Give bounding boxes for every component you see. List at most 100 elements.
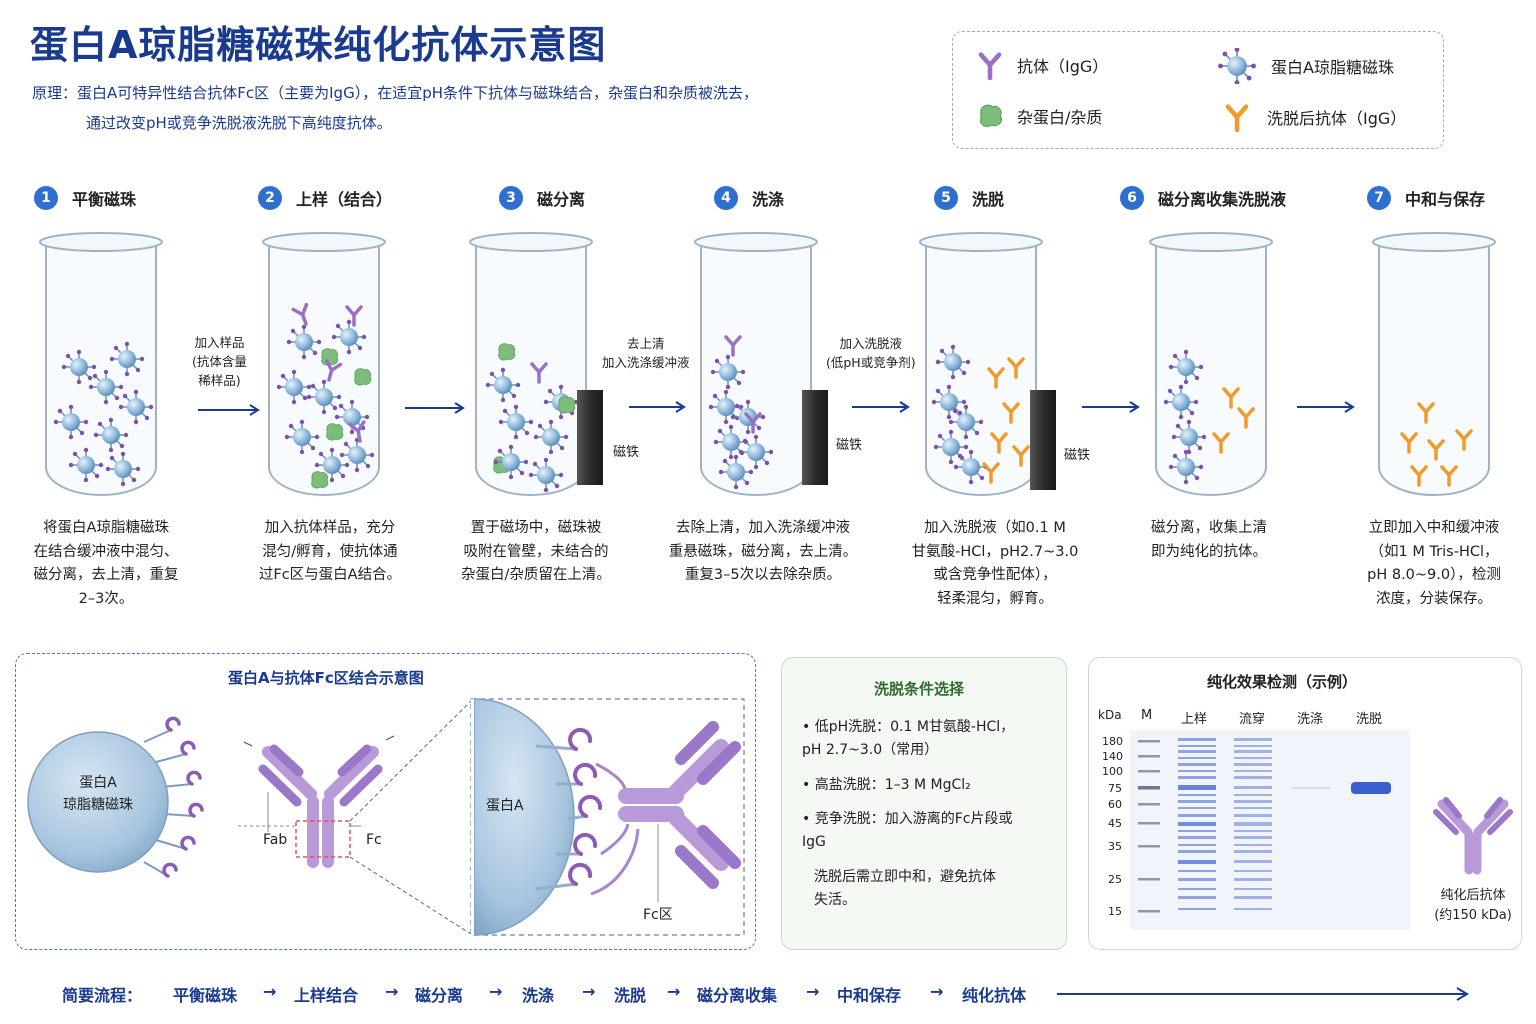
tube-2 xyxy=(262,232,386,496)
elution-item-low-ph: • 低pH洗脱：0.1 M甘氨酸-HCl， pH 2.7~3.0（常用） xyxy=(802,719,1015,758)
flow-item-6: 磁分离收集 xyxy=(697,986,778,1005)
legend-impurity: 杂蛋白/杂质 xyxy=(977,104,1102,128)
lane-label-elution: 洗脱 xyxy=(1356,712,1383,727)
lane-label-wash: 洗涤 xyxy=(1297,712,1324,727)
binding-illustration xyxy=(27,698,745,936)
fc-label: Fc xyxy=(366,832,382,848)
step-3-desc: 置于磁场中，磁珠被吸附在管壁，未结合的杂蛋白/杂质留在上清。 xyxy=(461,520,611,583)
flow-item-8: 纯化抗体 xyxy=(962,986,1027,1005)
flow-arrow-3: → xyxy=(489,982,503,1001)
magnet-5 xyxy=(1030,390,1056,490)
purified-antibody-icon xyxy=(1433,797,1513,875)
lane-label-m: M xyxy=(1141,708,1153,723)
tube-6 xyxy=(1149,232,1273,496)
tube-4 xyxy=(694,232,818,496)
gel-panel-title: 纯化效果检测（示例） xyxy=(1207,673,1358,691)
eluted-antibody-icon xyxy=(1221,102,1253,132)
lane-label-flowthrough: 流穿 xyxy=(1239,712,1266,727)
flow-arrow-5: → xyxy=(667,982,681,1001)
mw-45: 45 xyxy=(1108,817,1122,830)
fc-region-label: Fc区 xyxy=(643,907,673,923)
big-bead xyxy=(27,716,204,878)
step-6-desc: 磁分离，收集上清即为纯化的抗体。 xyxy=(1151,520,1267,560)
mw-15: 15 xyxy=(1108,905,1122,918)
arrow-4-label: 加入洗脱液 (低pH或竞争剂) xyxy=(826,336,916,370)
legend-eluted-antibody: 洗脱后抗体（IgG） xyxy=(1221,102,1406,132)
flow-item-1: 平衡磁珠 xyxy=(173,986,238,1005)
flow-long-arrow xyxy=(1057,987,1469,1001)
flow-arrow-2: → xyxy=(385,982,399,1001)
mw-100: 100 xyxy=(1102,765,1123,778)
flow-item-7: 中和保存 xyxy=(837,986,902,1005)
tube-3 xyxy=(469,232,593,496)
magnet-3 xyxy=(577,390,603,485)
flow-label: 简要流程： xyxy=(62,986,143,1005)
step-7-desc: 立即加入中和缓冲液（如1 M Tris-HCl，pH 8.0~9.0），检测浓度… xyxy=(1367,520,1501,607)
binding-panel: 蛋白A与抗体Fc区结合示意图 xyxy=(15,653,756,950)
magnet-3-label: 磁铁 xyxy=(613,445,640,460)
principle-text: 原理：蛋白A可特异性结合抗体Fc区（主要为IgG），在适宜pH条件下抗体与磁珠结… xyxy=(32,78,758,138)
principle-line-1: 原理：蛋白A可特异性结合抗体Fc区（主要为IgG），在适宜pH条件下抗体与磁珠结… xyxy=(32,84,759,102)
flow-arrow-6: → xyxy=(806,982,820,1001)
flow-arrow-4: → xyxy=(582,982,596,1001)
tube-7 xyxy=(1372,232,1496,496)
fab-label: Fab xyxy=(263,832,288,848)
mw-180: 180 xyxy=(1102,735,1123,748)
arrow-1-label: 加入样品 (抗体含量 稀样品) xyxy=(192,335,247,388)
legend-antibody: 抗体（IgG） xyxy=(977,50,1108,80)
step-3-badge: 3 xyxy=(499,186,523,210)
bead-label: 蛋白A 琼脂糖磁珠 xyxy=(63,775,133,813)
arrow-3-label: 去上清 加入洗涤缓冲液 xyxy=(602,336,690,370)
elution-note: 洗脱后需立即中和，避免抗体 失活。 xyxy=(814,869,996,908)
elution-panel: 洗脱条件选择 • 低pH洗脱：0.1 M甘氨酸-HCl， pH 2.7~3.0（… xyxy=(781,657,1067,950)
step-1-badge: 1 xyxy=(34,186,58,210)
mw-60: 60 xyxy=(1108,798,1122,811)
step-4-badge: 4 xyxy=(714,186,738,210)
process-arrows xyxy=(198,401,1355,416)
wash-lane xyxy=(1292,787,1330,789)
antibody-icon xyxy=(977,50,1003,80)
flow-item-2: 上样结合 xyxy=(294,986,359,1005)
flow-arrow-1: → xyxy=(263,982,277,1001)
flow-item-4: 洗涤 xyxy=(522,986,555,1005)
mw-75: 75 xyxy=(1108,782,1122,795)
page-title: 蛋白A琼脂糖磁珠纯化抗体示意图 xyxy=(30,23,607,67)
elution-panel-title: 洗脱条件选择 xyxy=(874,680,965,698)
principle-line-2: 通过改变pH或竞争洗脱液洗脱下高纯度抗体。 xyxy=(86,114,392,132)
step-6-badge: 6 xyxy=(1120,186,1144,210)
tubes-diagram xyxy=(39,232,1496,496)
flow-item-3: 磁分离 xyxy=(415,986,464,1005)
step-4-desc: 去除上清，加入洗涤缓冲液重悬磁珠，磁分离，去上清。重复3–5次以去除杂质。 xyxy=(668,520,858,583)
magnet-4-label: 磁铁 xyxy=(836,438,863,453)
protein-a-label: 蛋白A xyxy=(486,798,524,814)
magnet-4 xyxy=(802,390,828,485)
gel-kda-label: kDa xyxy=(1098,708,1122,722)
step-5-badge: 5 xyxy=(934,186,958,210)
elution-band xyxy=(1351,782,1391,794)
elution-item-high-salt: • 高盐洗脱：1–3 M MgCl₂ xyxy=(802,777,971,793)
tube-1 xyxy=(39,232,163,496)
zoom-antibody xyxy=(618,739,729,871)
mw-35: 35 xyxy=(1108,840,1122,853)
zoom-protein-a-bead xyxy=(471,698,640,936)
purified-antibody-label: 纯化后抗体 (约150 kDa) xyxy=(1434,888,1512,923)
lane-label-load: 上样 xyxy=(1181,712,1208,727)
load-lane xyxy=(1178,738,1216,910)
legend-bead: 蛋白A琼脂糖磁珠 xyxy=(1217,48,1394,84)
mw-25: 25 xyxy=(1108,873,1122,886)
bead-icon xyxy=(1217,48,1257,84)
flow-item-5: 洗脱 xyxy=(614,986,647,1005)
marker-lane xyxy=(1138,740,1160,913)
step-2-badge: 2 xyxy=(258,186,282,210)
step-7-badge: 7 xyxy=(1367,186,1391,210)
antibody-diagram xyxy=(238,735,395,868)
binding-panel-title: 蛋白A与抗体Fc区结合示意图 xyxy=(228,669,424,687)
impurity-icon xyxy=(979,104,1003,127)
flowthrough-lane xyxy=(1234,738,1272,910)
